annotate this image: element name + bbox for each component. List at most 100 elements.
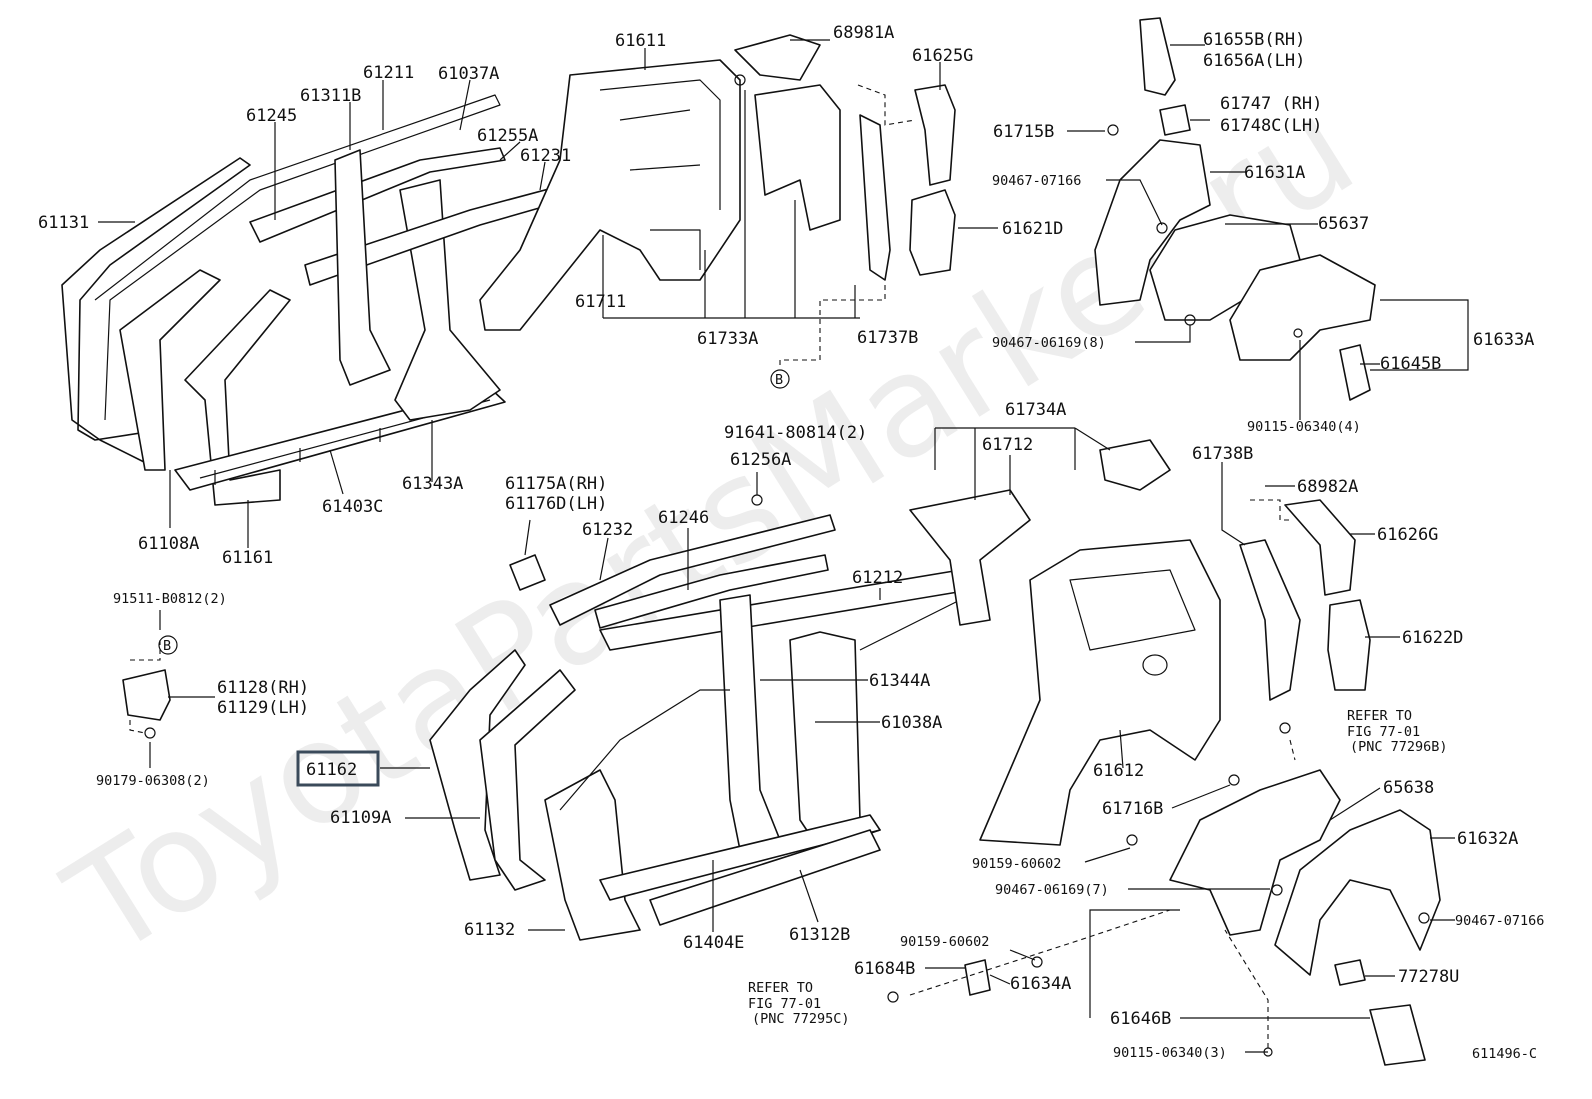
svg-text:(PNC 77296B): (PNC 77296B) xyxy=(1350,739,1448,755)
label-61175A[interactable]: 61175A(RH) xyxy=(505,474,607,494)
drawing-pillar-61109A xyxy=(479,669,576,891)
label-61711[interactable]: 61711 xyxy=(575,292,626,312)
label-61131[interactable]: 61131 xyxy=(38,213,89,233)
label-61256A[interactable]: 61256A xyxy=(730,450,791,470)
label-61645B[interactable]: 61645B xyxy=(1380,354,1441,374)
drawing-pillar-61738B xyxy=(1239,539,1301,701)
drawing-reinforcement-61622D xyxy=(1327,599,1371,691)
label-90467-07166-lower[interactable]: 90467-07166 xyxy=(1455,913,1544,929)
figure-code: 611496-C xyxy=(1472,1046,1537,1062)
label-61231[interactable]: 61231 xyxy=(520,146,571,166)
drawing-quarter-window xyxy=(1069,569,1196,651)
label-61625G[interactable]: 61625G xyxy=(912,46,973,66)
label-61712[interactable]: 61712 xyxy=(982,435,1033,455)
label-61037A[interactable]: 61037A xyxy=(438,64,499,84)
label-61715B[interactable]: 61715B xyxy=(993,122,1054,142)
svg-text:FIG 77-01: FIG 77-01 xyxy=(748,996,821,1012)
label-61132[interactable]: 61132 xyxy=(464,920,515,940)
label-61738B[interactable]: 61738B xyxy=(1192,444,1253,464)
drawing-bolt-90179 xyxy=(144,727,156,739)
label-61108A[interactable]: 61108A xyxy=(138,534,199,554)
label-61622D[interactable]: 61622D xyxy=(1402,628,1463,648)
drawing-clip-68981A xyxy=(734,74,746,86)
label-61748C[interactable]: 61748C(LH) xyxy=(1220,116,1322,136)
label-61232[interactable]: 61232 xyxy=(582,520,633,540)
label-61246[interactable]: 61246 xyxy=(658,508,709,528)
label-61176D[interactable]: 61176D(LH) xyxy=(505,494,607,514)
label-90115-06340-4[interactable]: 90115-06340(4) xyxy=(1247,419,1361,435)
drawing-bolt-90159-b xyxy=(1031,956,1043,968)
label-61128[interactable]: 61128(RH) xyxy=(217,678,309,698)
label-61631A[interactable]: 61631A xyxy=(1244,163,1305,183)
label-61212[interactable]: 61212 xyxy=(852,568,903,588)
label-61747[interactable]: 61747 (RH) xyxy=(1220,94,1322,114)
drawing-pillar-61311B xyxy=(334,149,391,386)
drawing-bracket-61626G xyxy=(1284,499,1356,596)
label-90159-60602-lower[interactable]: 90159-60602 xyxy=(900,934,989,950)
label-61621D[interactable]: 61621D xyxy=(1002,219,1063,239)
label-90467-06169-8[interactable]: 90467-06169(8) xyxy=(992,335,1106,351)
label-61733A[interactable]: 61733A xyxy=(697,329,758,349)
leader-lines xyxy=(98,39,1469,1053)
label-61632A[interactable]: 61632A xyxy=(1457,829,1518,849)
refer-note-upper[interactable]: REFER TO FIG 77-01 (PNC 77296B) xyxy=(1347,708,1448,755)
label-90115-06340-3[interactable]: 90115-06340(3) xyxy=(1113,1045,1227,1061)
label-65637[interactable]: 65637 xyxy=(1318,214,1369,234)
drawing-pillar-61737B xyxy=(859,114,891,281)
label-61737B[interactable]: 61737B xyxy=(857,328,918,348)
drawing-quarter-inner-detail xyxy=(599,79,721,270)
label-61343A[interactable]: 61343A xyxy=(402,474,463,494)
label-90179-06308[interactable]: 90179-06308(2) xyxy=(96,773,210,789)
drawing-screw-90115-06340 xyxy=(1293,328,1303,338)
svg-text:(PNC 77295C): (PNC 77295C) xyxy=(752,1011,850,1027)
label-61634A[interactable]: 61634A xyxy=(1010,974,1071,994)
label-61255A[interactable]: 61255A xyxy=(477,126,538,146)
label-61611[interactable]: 61611 xyxy=(615,31,666,51)
label-91511-B0812[interactable]: 91511-B0812(2) xyxy=(113,591,227,607)
label-90159-60602-upper[interactable]: 90159-60602 xyxy=(972,856,1061,872)
drawing-clip-77295C xyxy=(887,991,899,1003)
label-61655B[interactable]: 61655B(RH) xyxy=(1203,30,1305,50)
drawing-quarter-inner-61611 xyxy=(479,59,741,331)
label-61656A[interactable]: 61656A(LH) xyxy=(1203,51,1305,71)
drawing-pillar-61712 xyxy=(909,489,1031,626)
drawing-reinforcement-61621D xyxy=(909,189,956,276)
label-91641-80814[interactable]: 91641-80814(2) xyxy=(724,423,867,443)
label-61716B[interactable]: 61716B xyxy=(1102,799,1163,819)
part-number-labels[interactable]: 61611 68981A 61625G 61211 61037A 61311B … xyxy=(38,23,1544,1061)
label-61211[interactable]: 61211 xyxy=(363,63,414,83)
drawing-pillar-61733A xyxy=(754,84,841,231)
label-68981A[interactable]: 68981A xyxy=(833,23,894,43)
dashed-guide-lines xyxy=(129,84,1296,1048)
label-61311B[interactable]: 61311B xyxy=(300,86,361,106)
label-68982A[interactable]: 68982A xyxy=(1297,477,1358,497)
label-61161[interactable]: 61161 xyxy=(222,548,273,568)
label-61612[interactable]: 61612 xyxy=(1093,761,1144,781)
label-61162[interactable]: 61162 xyxy=(306,760,357,780)
label-61245[interactable]: 61245 xyxy=(246,106,297,126)
label-61626G[interactable]: 61626G xyxy=(1377,525,1438,545)
label-61404E[interactable]: 61404E xyxy=(683,933,744,953)
refer-note-lower[interactable]: REFER TO FIG 77-01 (PNC 77295C) xyxy=(748,980,850,1027)
label-61403C[interactable]: 61403C xyxy=(322,497,383,517)
label-61109A[interactable]: 61109A xyxy=(330,808,391,828)
label-90467-06169-7[interactable]: 90467-06169(7) xyxy=(995,882,1109,898)
label-77278U[interactable]: 77278U xyxy=(1398,967,1459,987)
drawing-rocker-61404E xyxy=(599,814,881,901)
part-drawings xyxy=(61,17,1441,1066)
drawing-bracket-61646B xyxy=(1369,1004,1426,1066)
label-61734A[interactable]: 61734A xyxy=(1005,400,1066,420)
label-61684B[interactable]: 61684B xyxy=(854,959,915,979)
label-90467-07166-upper[interactable]: 90467-07166 xyxy=(992,173,1081,189)
label-61633A[interactable]: 61633A xyxy=(1473,330,1534,350)
drawing-clip-77296B xyxy=(1279,722,1291,734)
label-65638[interactable]: 65638 xyxy=(1383,778,1434,798)
label-61038A[interactable]: 61038A xyxy=(881,713,942,733)
label-61344A[interactable]: 61344A xyxy=(869,671,930,691)
drawing-fuel-door xyxy=(1142,654,1168,676)
label-61312B[interactable]: 61312B xyxy=(789,925,850,945)
label-61129[interactable]: 61129(LH) xyxy=(217,698,309,718)
label-61646B[interactable]: 61646B xyxy=(1110,1009,1171,1029)
